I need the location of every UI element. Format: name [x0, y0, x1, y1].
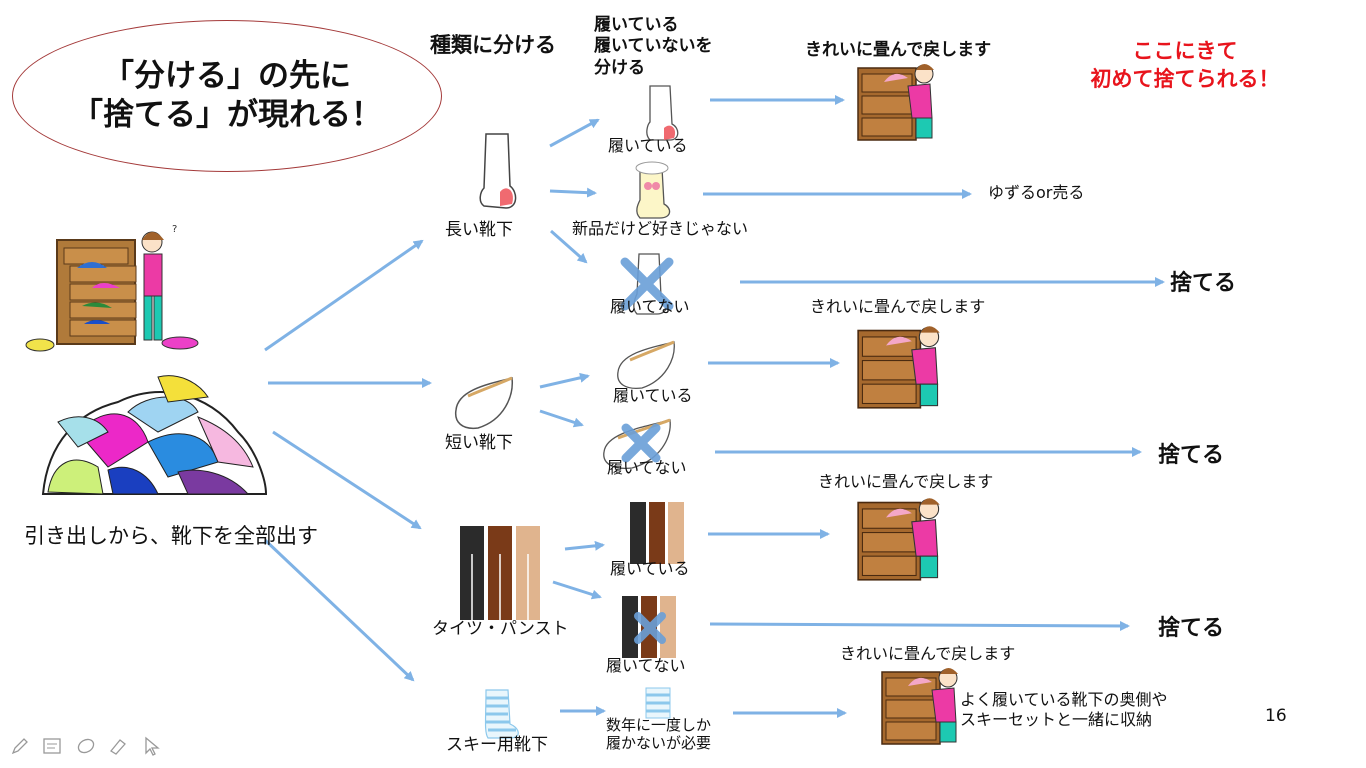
outcome-store-line-1: よく履いている靴下の奥側や [960, 690, 1168, 709]
not-worn-short-sock-image [603, 418, 671, 470]
long-sock-image [479, 133, 517, 209]
status-short-worn: 履いている [613, 386, 693, 405]
header-worn-split: 履いている 履いていないを 分ける [594, 15, 713, 79]
not-worn-tights-image [622, 596, 676, 658]
header-worn-line-2: 履いていないを [594, 36, 713, 57]
store-drawer-illustration [881, 668, 958, 745]
outcome-store-with-ski: よく履いている靴下の奥側や スキーセットと一緒に収納 [960, 690, 1168, 730]
pointer-icon[interactable] [142, 736, 162, 756]
category-ski-socks: スキー用靴下 [446, 735, 548, 755]
title-bubble: 「分ける」の先に 「捨てる」が現れる！ [12, 20, 442, 172]
worn-long-sock-image [646, 85, 679, 141]
status-tights-not-worn: 履いてない [606, 656, 686, 675]
header-sort-by-type: 種類に分ける [430, 33, 556, 57]
header-worn-line-1: 履いている [594, 15, 679, 35]
arrow-to-ski [263, 538, 415, 682]
drawer-girl-illustration: ? [25, 224, 199, 352]
status-long-not-worn: 履いてない [610, 297, 690, 316]
ski-sock-image [484, 689, 519, 739]
arrow-to-long [264, 239, 424, 352]
header-fold-return: きれいに畳んで戻します [805, 40, 992, 60]
status-ski-rarely-needed: 数年に一度しか 履かないが必要 [606, 716, 711, 752]
worn-short-sock-image [617, 340, 675, 390]
arrow-long-new [549, 187, 597, 198]
start-label: 引き出しから、靴下を全部出す [24, 524, 318, 548]
status-ski-line-1: 数年に一度しか [606, 716, 712, 734]
category-short-socks: 短い靴下 [445, 433, 513, 453]
outcome-fold-return-3: きれいに畳んで戻します [818, 472, 994, 491]
fold-drawer-illustration [857, 326, 940, 409]
highlighter-icon[interactable] [108, 736, 128, 756]
worn-tights-image [630, 502, 684, 564]
outcome-discard-3: 捨てる [1158, 616, 1225, 641]
text-icon[interactable] [42, 736, 62, 756]
title-line-1: 「分ける」の先に [103, 58, 351, 94]
status-short-not-worn: 履いてない [607, 458, 687, 477]
callout-line-2: 初めて捨てられる！ [1090, 67, 1280, 92]
sock-pile-illustration [41, 375, 268, 495]
new-sock-image [635, 161, 671, 219]
arrow-short-worn [539, 372, 590, 389]
category-tights: タイツ・パンスト [432, 619, 569, 639]
callout-line-1: ここにきて [1132, 39, 1238, 63]
outcome-give-or-sell: ゆずるor売る [988, 183, 1085, 202]
arrow-short-notworn [539, 409, 584, 428]
header-worn-line-3: 分ける [594, 57, 645, 78]
fold-drawer-illustration [857, 64, 934, 141]
status-long-worn: 履いている [608, 136, 688, 155]
arrow-tights-notworn [552, 580, 602, 600]
page-number: 16 [1265, 706, 1287, 726]
svg-text:?: ? [172, 224, 177, 235]
arrow-long-worn [549, 118, 600, 148]
callout-first-discard: ここにきて 初めて捨てられる！ [1085, 37, 1285, 94]
arrow-out-7 [709, 620, 1130, 631]
arrow-tights-worn [564, 540, 605, 551]
status-ski-line-2: 履かないが必要 [606, 734, 712, 752]
outcome-fold-return-4: きれいに畳んで戻します [840, 644, 1016, 663]
short-sock-image [454, 376, 513, 430]
category-long-socks: 長い靴下 [445, 220, 513, 240]
eraser-icon[interactable] [76, 736, 96, 756]
title-line-2: 「捨てる」が現れる！ [72, 96, 382, 133]
outcome-discard-2: 捨てる [1158, 443, 1225, 468]
not-worn-long-sock-image [620, 253, 674, 315]
status-long-new-unliked: 新品だけど好きじゃない [572, 219, 749, 238]
arrow-to-tights [272, 430, 422, 530]
pen-icon[interactable] [10, 736, 30, 756]
ski-rare-sock-image [645, 687, 671, 719]
outcome-discard-1: 捨てる [1170, 271, 1237, 296]
status-tights-worn: 履いている [610, 559, 690, 578]
outcome-fold-return-2: きれいに畳んで戻します [810, 297, 986, 316]
tights-image [460, 526, 540, 620]
outcome-store-line-2: スキーセットと一緒に収納 [960, 710, 1153, 729]
fold-drawer-illustration [857, 498, 940, 581]
slide-title: 「分ける」の先に 「捨てる」が現れる！ [13, 57, 441, 135]
